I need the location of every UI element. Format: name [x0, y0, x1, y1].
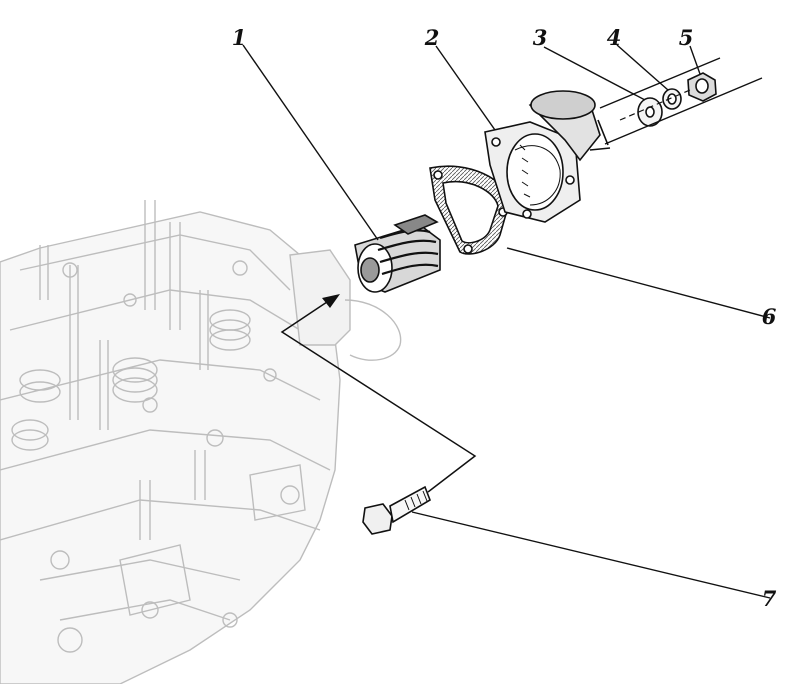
thermostat: [354, 214, 441, 293]
bolt: [362, 485, 431, 535]
hex-nut: [687, 72, 717, 102]
spring-washer: [662, 88, 682, 110]
leader-lines: [242, 44, 771, 599]
callout-5: 5: [678, 25, 694, 50]
callout-7: 7: [761, 586, 777, 611]
cylinder-head-block: [0, 200, 402, 684]
gasket: [429, 165, 511, 255]
callout-3: 3: [532, 25, 548, 50]
callout-6: 6: [761, 304, 777, 329]
callout-4: 4: [606, 25, 622, 50]
callout-2: 2: [424, 25, 440, 50]
bolt-path-line: [280, 299, 477, 493]
callout-1: 1: [231, 25, 247, 50]
flat-washer: [637, 97, 663, 127]
arrow-head-icon: [322, 294, 340, 308]
thermostat-housing: [484, 90, 611, 223]
fastener-dash-line: [619, 89, 691, 121]
